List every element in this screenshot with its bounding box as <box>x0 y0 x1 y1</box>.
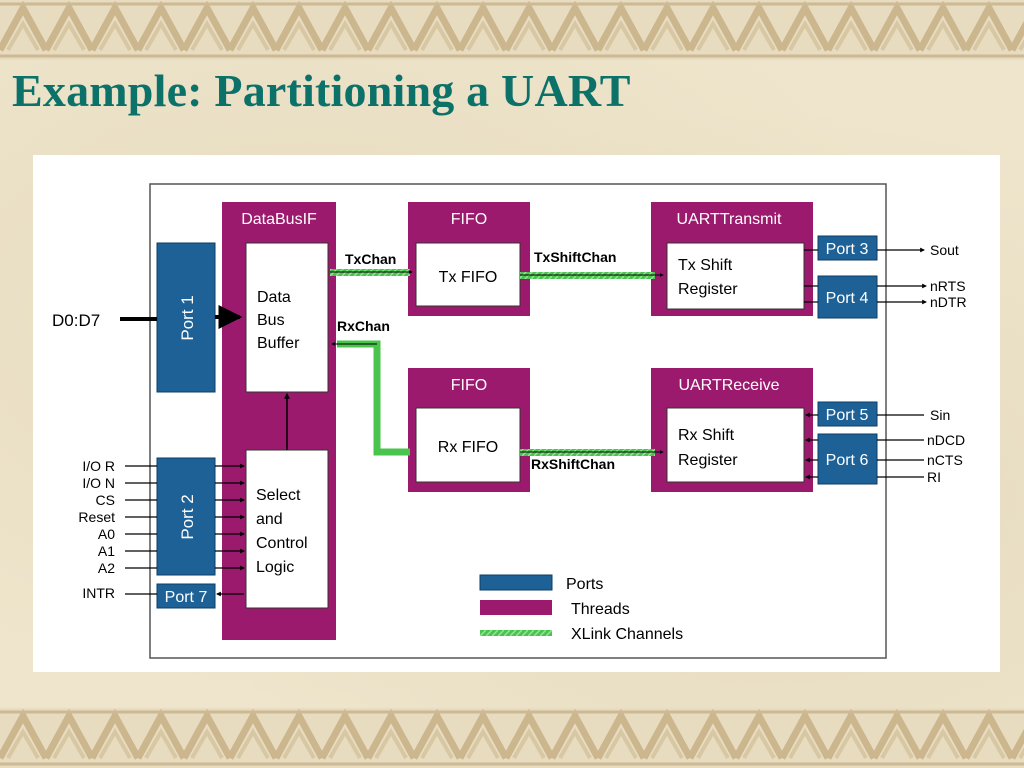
signal-d0d7: D0:D7 <box>52 311 100 330</box>
decorative-border-bottom <box>0 708 1024 768</box>
tx-fifo-label: Tx FIFO <box>439 269 498 286</box>
signal-intr: INTR <box>82 585 115 601</box>
data-bus-buffer-box <box>245 242 329 393</box>
xlink-channels: TxChan RxChan TxShiftChan RxShiftChan <box>330 249 664 472</box>
control-label-line2: and <box>256 511 283 528</box>
port-2 <box>156 457 216 576</box>
port-4 <box>817 275 878 319</box>
port-7 <box>156 583 216 609</box>
port-1 <box>156 242 216 393</box>
thread-title-uart-receive: UARTReceive <box>678 377 779 394</box>
label-rxshiftchan: RxShiftChan <box>531 456 615 472</box>
port-2-label: Port 2 <box>178 494 197 539</box>
diagram-panel: DataBusIF Data Bus Buffer Select and Con… <box>33 155 1000 672</box>
legend-label-ports: Ports <box>566 576 603 593</box>
port-6-label: Port 6 <box>826 452 869 469</box>
thread-title-fifo-tx: FIFO <box>451 211 487 228</box>
signal-sout: Sout <box>930 242 959 258</box>
control-label-line3: Control <box>256 535 308 552</box>
decorative-border-top <box>0 0 1024 60</box>
buffer-label-line2: Bus <box>257 312 285 329</box>
control-label-line4: Logic <box>256 559 294 576</box>
thread-title-databusif: DataBusIF <box>241 211 317 228</box>
thread-fifo-tx: FIFO Tx FIFO <box>408 202 530 316</box>
signal-io-r: I/O R <box>82 458 115 474</box>
port-1-label: Port 1 <box>178 295 197 340</box>
control-label-line1: Select <box>256 487 301 504</box>
control-logic-box <box>245 449 329 609</box>
signal-a0: A0 <box>98 526 115 542</box>
rx-fifo-label: Rx FIFO <box>438 439 498 456</box>
legend-swatch-ports <box>479 574 553 591</box>
right-signals: Sout nRTS nDTR Sin nDCD nCTS RI <box>804 242 967 485</box>
thread-uart-transmit: UARTTransmit Tx Shift Register <box>651 202 813 316</box>
port-4-label: Port 4 <box>826 290 869 307</box>
tx-shift-label-line2: Register <box>678 281 738 298</box>
port-6 <box>817 433 878 485</box>
uart-partition-diagram: DataBusIF Data Bus Buffer Select and Con… <box>52 183 967 659</box>
label-txshiftchan: TxShiftChan <box>534 249 616 265</box>
port-3-label: Port 3 <box>826 241 869 258</box>
label-txchan: TxChan <box>345 251 396 267</box>
signal-ncts: nCTS <box>927 452 963 468</box>
legend-label-xlink: XLink Channels <box>571 626 683 643</box>
port-5 <box>817 401 878 427</box>
port-3 <box>817 235 878 261</box>
tx-shift-label-line1: Tx Shift <box>678 257 733 274</box>
signal-reset: Reset <box>78 509 115 525</box>
thread-uart-receive: UARTReceive Rx Shift Register <box>651 368 813 492</box>
label-rxchan: RxChan <box>337 318 390 334</box>
rx-shift-label-line2: Register <box>678 452 738 469</box>
signal-ndtr: nDTR <box>930 294 967 310</box>
buffer-label-line1: Data <box>257 289 291 306</box>
slide-title: Example: Partitioning a UART <box>12 65 631 116</box>
ports: Port 1 Port 2 Port 3 Port 4 Port 5 Port … <box>156 235 878 609</box>
signal-a2: A2 <box>98 560 115 576</box>
thread-fifo-rx: FIFO Rx FIFO <box>408 368 530 492</box>
left-signals: D0:D7 I/O R I/O N CS Reset A0 A1 A2 INTR <box>52 305 245 601</box>
signal-io-n: I/O N <box>82 475 115 491</box>
legend-swatch-xlink <box>480 630 552 636</box>
legend-label-threads: Threads <box>571 601 630 618</box>
signal-cs: CS <box>96 492 115 508</box>
port-5-label: Port 5 <box>826 407 869 424</box>
port-7-label: Port 7 <box>165 589 208 606</box>
thread-title-fifo-rx: FIFO <box>451 377 487 394</box>
signal-a1: A1 <box>98 543 115 559</box>
legend: Ports Threads XLink Channels <box>479 574 683 643</box>
legend-swatch-threads <box>480 600 552 615</box>
buffer-label-line3: Buffer <box>257 335 300 352</box>
thread-title-uart-transmit: UARTTransmit <box>677 211 782 228</box>
thread-databusif: DataBusIF Data Bus Buffer Select and Con… <box>222 202 336 640</box>
signal-ri: RI <box>927 469 941 485</box>
signal-ndcd: nDCD <box>927 432 965 448</box>
signal-sin: Sin <box>930 407 950 423</box>
rx-shift-label-line1: Rx Shift <box>678 427 735 444</box>
signal-nrts: nRTS <box>930 278 966 294</box>
